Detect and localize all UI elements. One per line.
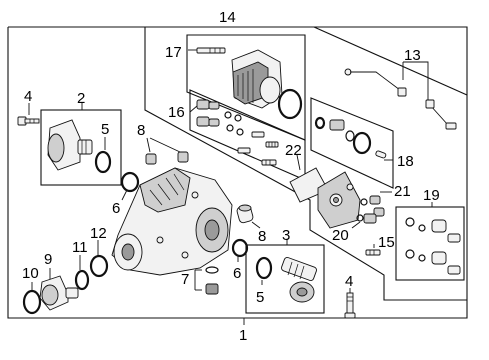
callout-9: 9 [44, 251, 52, 268]
callout-labels: 1 2 3 4 4 5 5 6 6 7 8 8 9 10 11 12 13 14… [22, 9, 440, 344]
part-11-seal [74, 255, 90, 291]
seal-ring-small [226, 124, 234, 132]
pump-oring [314, 116, 326, 130]
part-3-output-shaft [281, 239, 317, 303]
seal-ring-small [234, 114, 242, 122]
callout-2: 2 [77, 90, 85, 107]
pump-seal-large [352, 131, 372, 155]
callout-10: 10 [22, 265, 39, 282]
flange-shaft [77, 139, 93, 155]
housing-frame-top-right [313, 26, 468, 96]
box-19 [395, 206, 465, 281]
tube-fitting [425, 99, 435, 109]
callout-19: 19 [423, 187, 440, 204]
part-5-seal-upper [94, 137, 112, 174]
callout-6-left: 6 [112, 200, 120, 217]
valve-spring [261, 159, 277, 166]
seal-ring-small [224, 111, 232, 119]
pump-pin [375, 150, 387, 159]
valve-piece-2 [196, 116, 220, 127]
valve-piece-1 [196, 99, 220, 110]
callout-8-lower: 8 [258, 228, 266, 245]
frames [7, 26, 468, 319]
housing-ribs [149, 173, 185, 206]
pump-oring [345, 130, 355, 142]
part-8-plugs-upper [145, 137, 189, 165]
housing-left-cover [139, 167, 191, 213]
callout-22: 22 [285, 142, 302, 159]
part-19-mount-kit [405, 202, 461, 275]
part-15-bolt [365, 244, 381, 256]
part-18-pump-seals [314, 116, 393, 161]
part-12-seal [89, 240, 109, 278]
part-10-clip [22, 282, 42, 315]
callout-1: 1 [239, 327, 247, 344]
box-18 [310, 97, 394, 189]
callout-5-upper: 5 [101, 121, 109, 138]
part-13-breather-tube [344, 61, 457, 130]
part-21-sensor [360, 191, 392, 217]
callout-15: 15 [378, 234, 395, 251]
part-5-seal-lower [255, 256, 273, 285]
callout-12: 12 [90, 225, 107, 242]
callout-4-lower: 4 [345, 273, 353, 290]
part-4-bolt-upper [17, 103, 40, 126]
callout-16: 16 [168, 104, 185, 121]
part-16-seal-kit [189, 99, 279, 166]
valve-plug [237, 147, 251, 154]
seal-ring-small [236, 128, 244, 136]
box-2 [40, 109, 122, 186]
part-7-plug-washer [194, 266, 219, 295]
breather-tube [350, 71, 401, 91]
part-6-seal-right [231, 238, 249, 262]
callout-3: 3 [282, 227, 290, 244]
valve-plug [251, 131, 265, 138]
callout-5-lower: 5 [256, 289, 264, 306]
part-1-differential-housing [111, 167, 245, 325]
actuator-oring [277, 88, 303, 120]
callout-20: 20 [332, 227, 349, 244]
part-9-axle-flange [39, 268, 79, 311]
box-3 [245, 244, 325, 314]
part-8-bushing-lower [236, 204, 261, 229]
actuator-bolt [196, 47, 226, 54]
part-4-bolt-lower [344, 288, 356, 319]
tube-fitting [397, 87, 407, 97]
tube-end [445, 122, 457, 130]
part-2-flange [47, 103, 93, 171]
callout-8-upper: 8 [137, 122, 145, 139]
part-20-sensor [351, 213, 377, 229]
callout-7: 7 [181, 271, 189, 288]
callout-13: 13 [404, 47, 421, 64]
pump-fitting [329, 119, 345, 131]
callout-17: 17 [165, 44, 182, 61]
callout-4-upper: 4 [24, 88, 32, 105]
housing-group-frame-14 [144, 27, 467, 301]
callout-11: 11 [72, 239, 88, 256]
callout-6-right: 6 [233, 265, 241, 282]
callout-14: 14 [219, 9, 236, 26]
actuator-flange [259, 76, 281, 104]
part-17-actuator [188, 47, 303, 120]
part-22-cover [289, 154, 361, 229]
callout-21: 21 [394, 183, 411, 200]
callout-18: 18 [397, 153, 414, 170]
part-6-seal-left [120, 171, 140, 201]
